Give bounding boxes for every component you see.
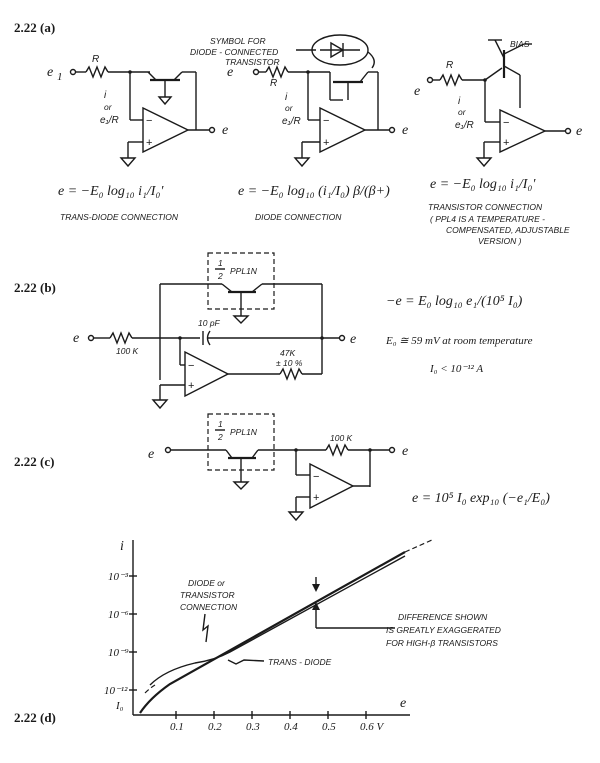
current-e1r-a1: e₁/R	[100, 115, 119, 126]
x-axis-label: e	[400, 696, 406, 711]
current-i1-a3: i	[458, 96, 461, 107]
transistor-connection-circuit: e R BIAS − + e i or e₁/R e = −E₀ log₁₀ i…	[414, 39, 582, 246]
output-e-c: e	[402, 444, 408, 459]
antilog-amplifier-circuit: 1 2 PPL1N e 100 K e − + e = 10⁵ I₀ exp₁₀…	[148, 413, 550, 522]
x-tick-6: 0.6 V	[360, 721, 385, 733]
half-numerator-b: 1	[218, 258, 223, 268]
diode-connection-circuit: SYMBOL FOR DIODE - CONNECTED TRANSISTOR …	[190, 34, 408, 222]
output-e-a3: e	[576, 124, 582, 139]
difference-note-3: FOR HIGH-β TRANSISTORS	[386, 638, 498, 648]
y-tick-4: 10⁻¹²	[104, 685, 128, 697]
trans-diode-pointer	[227, 659, 265, 665]
diode-curve-label-3: CONNECTION	[180, 602, 238, 612]
svg-text:−: −	[323, 115, 329, 127]
current-i1-a2: i	[285, 92, 288, 103]
equation-transistor: e = −E₀ log₁₀ i₁/I₀′	[430, 177, 536, 192]
output-e-b: e	[350, 332, 356, 347]
low-extension-dash	[144, 684, 156, 694]
current-e1r-a3: e₁/R	[455, 120, 474, 131]
difference-note-1: DIFFERENCE SHOWN	[398, 612, 488, 622]
svg-text:+: +	[313, 492, 319, 504]
y-tick-2: 10⁻⁶	[108, 609, 129, 621]
equation-b: −e = E₀ log₁₀ e₁/(10⁵ I₀)	[386, 294, 523, 309]
y-tick-5: I₀	[115, 700, 124, 712]
equation-trans-diode: e = −E₀ log₁₀ i₁/I₀′	[58, 184, 164, 199]
output-e-a1: e	[222, 123, 228, 138]
y-tick-1: 10⁻³	[108, 571, 129, 583]
output-e-a2: e	[402, 123, 408, 138]
input-e1-b: e	[73, 331, 79, 346]
symbol-note-2: DIODE - CONNECTED	[190, 47, 278, 57]
bias-label: BIAS	[510, 39, 530, 49]
x-tick-4: 0.4	[284, 721, 298, 733]
symbol-note-3: TRANSISTOR	[225, 57, 280, 67]
extension-dash	[404, 539, 433, 553]
diode-curve-label-1: DIODE or	[188, 578, 226, 588]
svg-text:+: +	[503, 137, 509, 149]
difference-note-2: IS GREATLY EXAGGERATED	[386, 625, 501, 635]
svg-text:−: −	[313, 471, 319, 483]
r-fb-label-1: 47K	[280, 348, 295, 358]
current-e1r-a2: e₁/R	[282, 116, 301, 127]
note-line-2: COMPENSATED, ADJUSTABLE	[446, 225, 570, 235]
resistor-label-a1: R	[92, 54, 99, 65]
equation-c: e = 10⁵ I₀ exp₁₀ (−e₁/E₀)	[412, 491, 550, 506]
input-e1-c: e	[148, 447, 154, 462]
half-denominator-b: 2	[217, 271, 223, 281]
svg-text:−: −	[188, 360, 194, 372]
figure-d-label: 2.22 (d)	[14, 710, 56, 725]
x-tick-2: 0.2	[208, 721, 222, 733]
input-e1-a2: e	[227, 65, 233, 80]
caption-diode: DIODE CONNECTION	[255, 212, 342, 222]
current-or-a2: or	[285, 103, 294, 113]
current-i1-a1: i	[104, 90, 107, 101]
symbol-note-1: SYMBOL FOR	[210, 36, 266, 46]
x-tick-5: 0.5	[322, 721, 336, 733]
i0-text: I₀ < 10⁻¹² A	[429, 363, 483, 375]
note-line-1: ( PPL4 IS A TEMPERATURE -	[430, 214, 545, 224]
figure-a-label: 2.22 (a)	[14, 20, 55, 35]
diode-transistor-curve	[149, 555, 406, 686]
equation-diode: e = −E₀ log₁₀ (i₁/I₀) β/(β+)	[238, 184, 390, 199]
trans-diode-curve	[139, 551, 406, 714]
trans-diode-circuit: e 1 R − + e i or e₁/R e = −E₀ log₁₀ i₁/I…	[47, 54, 228, 222]
r-fb-label-c: 100 K	[330, 433, 353, 443]
r-in-label: 100 K	[116, 346, 139, 356]
part-label-b: PPL1N	[230, 266, 258, 276]
diode-label-pointer	[202, 613, 209, 643]
r-fb-label-2: ± 10 %	[276, 358, 303, 368]
resistor-label-a3: R	[446, 60, 453, 71]
x-tick-3: 0.3	[246, 721, 260, 733]
y-tick-3: 10⁻⁹	[108, 647, 129, 659]
caption-transistor: TRANSISTOR CONNECTION	[428, 202, 543, 212]
log-amplifier-circuit: 1 2 PPL1N e 100 K 10 pF e − +	[73, 252, 533, 410]
input-e1-a1: e	[47, 65, 53, 80]
trans-diode-curve-label: TRANS - DIODE	[268, 657, 332, 667]
current-or-a3: or	[458, 107, 467, 117]
current-or-a1: or	[104, 102, 113, 112]
svg-text:+: +	[323, 137, 329, 149]
svg-text:+: +	[146, 137, 152, 149]
half-denominator-c: 2	[217, 432, 223, 442]
part-label-c: PPL1N	[230, 427, 258, 437]
svg-text:+: +	[188, 380, 194, 392]
svg-text:−: −	[146, 115, 152, 127]
cap-label: 10 pF	[198, 318, 221, 328]
log-characteristic-plot: i e 10⁻³ 10⁻⁶ 10⁻⁹ 10⁻¹² I₀ 0.1 0.2 0.3 …	[104, 539, 501, 733]
figure-c-label: 2.22 (c)	[14, 454, 54, 469]
diode-curve-label-2: TRANSISTOR	[180, 590, 235, 600]
y-axis-label: i	[120, 539, 124, 554]
svg-text:−: −	[503, 117, 509, 129]
x-tick-1: 0.1	[170, 721, 184, 733]
caption-trans-diode: TRANS-DIODE CONNECTION	[60, 212, 179, 222]
input-e1-a3: e	[414, 84, 420, 99]
e0-text: E₀ ≅ 59 mV at room temperature	[385, 335, 533, 347]
resistor-label-a2: R	[270, 78, 277, 89]
note-line-3: VERSION )	[478, 236, 522, 246]
svg-text:1: 1	[57, 71, 63, 83]
figure-b-label: 2.22 (b)	[14, 280, 56, 295]
half-numerator-c: 1	[218, 419, 223, 429]
